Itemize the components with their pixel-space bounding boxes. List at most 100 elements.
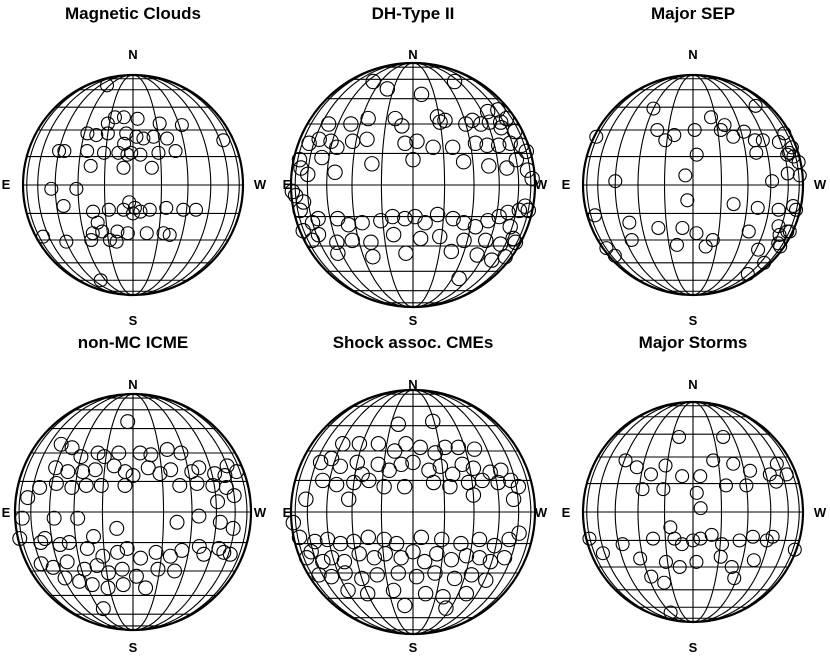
event-marker (307, 533, 323, 550)
longitude-line (49, 393, 134, 631)
event-marker (502, 219, 518, 235)
event-marker (110, 224, 125, 239)
event-marker (163, 462, 179, 478)
longitude-line (412, 62, 475, 308)
event-marker (95, 601, 111, 617)
event-marker (467, 219, 484, 235)
longitude-line (692, 74, 772, 296)
event-marker (12, 531, 28, 547)
event-marker (442, 478, 458, 495)
event-marker (129, 129, 144, 144)
event-marker (87, 462, 103, 478)
event-marker (466, 441, 483, 457)
event-marker (33, 535, 49, 551)
event-marker (95, 548, 111, 564)
event-marker (667, 128, 682, 143)
west-label: W (814, 177, 827, 192)
longitude-line (692, 74, 723, 296)
event-marker (672, 559, 687, 575)
event-marker (130, 111, 145, 126)
event-marker (467, 135, 484, 152)
event-marker (464, 112, 481, 129)
event-marker (479, 103, 496, 120)
panel-major-storms: Major Storms N S E W (562, 333, 827, 655)
event-marker (100, 580, 116, 596)
event-marker (396, 478, 413, 495)
event-marker (425, 413, 441, 430)
event-marker (443, 243, 460, 260)
longitude-line (132, 74, 212, 296)
event-marker (284, 183, 301, 200)
event-marker (397, 597, 413, 614)
event-marker (315, 472, 331, 489)
event-marker (78, 477, 94, 493)
event-marker (511, 525, 527, 541)
event-marker (444, 139, 461, 156)
event-marker (310, 210, 326, 227)
event-marker (133, 550, 149, 566)
event-marker (658, 458, 673, 473)
event-marker (445, 210, 461, 227)
event-marker (786, 198, 801, 214)
event-marker (142, 202, 157, 217)
event-marker (615, 537, 630, 552)
event-marker (685, 533, 701, 548)
south-label: S (689, 640, 698, 655)
event-marker (481, 158, 497, 174)
longitude-line (412, 389, 446, 635)
event-marker (693, 501, 708, 516)
east-label: E (283, 505, 292, 520)
panel-title: non-MC ICME (78, 333, 188, 352)
event-marker (740, 266, 755, 282)
event-marker (743, 463, 758, 478)
event-marker (64, 479, 80, 495)
solar-disk-grid (12, 392, 253, 632)
event-marker (133, 204, 148, 219)
event-marker (119, 540, 135, 556)
event-marker (59, 554, 75, 570)
event-marker (132, 445, 148, 461)
longitude-line (412, 62, 446, 308)
event-marker (162, 227, 177, 242)
event-marker (303, 543, 319, 560)
event-marker (765, 174, 780, 189)
event-marker (69, 181, 84, 196)
event-marker (490, 137, 507, 154)
event-marker (633, 551, 648, 566)
event-marker (618, 453, 633, 468)
event-marker (689, 226, 704, 241)
event-marker (716, 429, 731, 445)
event-marker (646, 101, 661, 116)
event-marker (80, 143, 95, 159)
solar-disk-grid (284, 61, 540, 309)
longitude-line (663, 74, 694, 296)
event-marker (84, 232, 99, 248)
event-marker (727, 571, 742, 586)
event-marker (354, 214, 370, 231)
event-marker (96, 145, 112, 160)
event-marker (359, 131, 375, 148)
event-marker (757, 255, 772, 270)
event-marker (226, 488, 242, 504)
longitude-line (597, 401, 694, 623)
event-marker (99, 78, 115, 93)
event-marker (95, 224, 110, 239)
longitude-line (637, 401, 694, 623)
longitude-line (692, 401, 772, 623)
event-marker (635, 482, 650, 497)
longitude-line (692, 74, 789, 296)
event-marker (713, 549, 728, 564)
event-marker (771, 135, 786, 150)
longitude-line (132, 393, 217, 631)
solar-disk-grid (285, 388, 537, 636)
event-marker (678, 168, 693, 183)
longitude-line (614, 401, 694, 623)
event-marker (295, 222, 311, 239)
event-marker (749, 145, 764, 160)
longitude-line (663, 401, 694, 623)
solar-limb (581, 73, 805, 297)
event-marker (57, 143, 72, 159)
event-marker (643, 467, 658, 482)
longitude-line (412, 389, 500, 635)
event-marker (689, 554, 704, 569)
